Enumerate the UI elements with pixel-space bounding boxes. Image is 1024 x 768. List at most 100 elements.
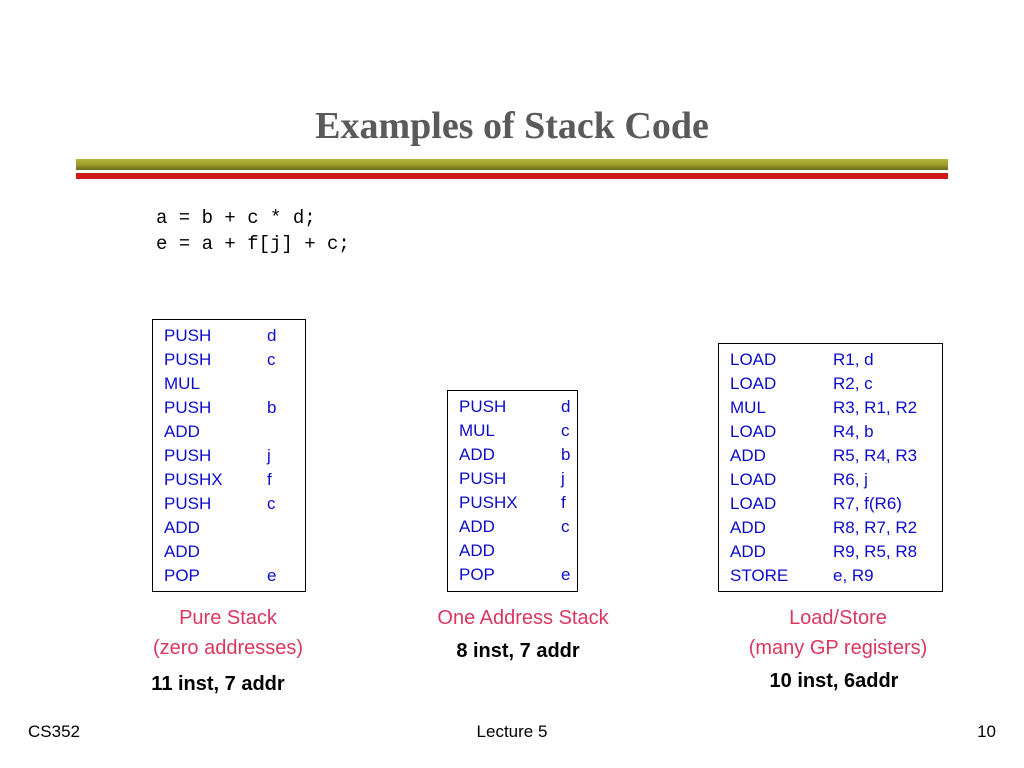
opcode: PUSH xyxy=(164,326,212,345)
operand: R5, R4, R3 xyxy=(833,446,918,465)
instruction-row: LOAD R4, b xyxy=(730,420,942,444)
code-line: a = b + c * d; xyxy=(156,207,316,229)
instruction-row: MUL xyxy=(164,372,305,396)
instruction-row: ADD xyxy=(164,516,305,540)
opcode: ADD xyxy=(730,542,766,561)
pure-stack-code-box: PUSH d PUSH c MUL PUSH b ADD PUSH j PUSHX f P… xyxy=(152,319,306,592)
instruction-row: POP e xyxy=(459,563,577,587)
opcode: ADD xyxy=(730,518,766,537)
opcode: POP xyxy=(164,566,200,585)
instruction-row: LOAD R6, j xyxy=(730,468,942,492)
opcode: MUL xyxy=(730,398,766,417)
operand: f xyxy=(267,470,272,489)
opcode: LOAD xyxy=(730,470,777,489)
instruction-row: MUL c xyxy=(459,419,577,443)
pure-stack-caption-subtitle: (zero addresses) xyxy=(152,637,304,659)
operand: d xyxy=(267,326,277,345)
one-address-caption-title: One Address Stack xyxy=(437,607,609,629)
instruction-row: LOAD R1, d xyxy=(730,348,942,372)
instruction-row: ADD R9, R5, R8 xyxy=(730,540,942,564)
instruction-row: ADD xyxy=(164,540,305,564)
operand: R2, c xyxy=(833,374,873,393)
operand: e xyxy=(561,565,571,584)
operand: R3, R1, R2 xyxy=(833,398,918,417)
instruction-row: ADD R8, R7, R2 xyxy=(730,516,942,540)
instruction-row: ADD c xyxy=(459,515,577,539)
source-code-block: a = b + c * d; e = a + f[j] + c; xyxy=(156,205,350,257)
opcode: STORE xyxy=(730,566,789,585)
operand: j xyxy=(561,469,565,488)
load-store-code-box: LOAD R1, d LOAD R2, c MUL R3, R1, R2 LOAD R4… xyxy=(718,343,943,592)
load-store-caption-title: Load/Store xyxy=(789,607,887,629)
opcode: ADD xyxy=(459,445,495,464)
instruction-row: PUSHX f xyxy=(164,468,305,492)
opcode: PUSH xyxy=(459,397,507,416)
opcode: LOAD xyxy=(730,494,777,513)
footer-lecture: Lecture 5 xyxy=(476,722,548,741)
instruction-row: PUSH j xyxy=(459,467,577,491)
operand: b xyxy=(267,398,277,417)
operand: c xyxy=(561,421,570,440)
footer-page-number: 10 xyxy=(977,722,996,741)
instruction-row: PUSH c xyxy=(164,348,305,372)
operand: R1, d xyxy=(833,350,874,369)
instruction-row: ADD b xyxy=(459,443,577,467)
opcode: PUSH xyxy=(164,398,212,417)
operand: d xyxy=(561,397,571,416)
opcode: ADD xyxy=(730,446,766,465)
load-store-caption-subtitle: (many GP registers) xyxy=(748,637,928,659)
operand: c xyxy=(561,517,570,536)
opcode: LOAD xyxy=(730,350,777,369)
instruction-row: PUSHX f xyxy=(459,491,577,515)
slide-title: Examples of Stack Code xyxy=(315,105,709,147)
opcode: ADD xyxy=(459,541,495,560)
operand: R7, f(R6) xyxy=(833,494,902,513)
pure-stack-caption-title: Pure Stack xyxy=(179,607,277,629)
instruction-row: PUSH d xyxy=(459,395,577,419)
instruction-row: PUSH c xyxy=(164,492,305,516)
opcode: ADD xyxy=(459,517,495,536)
opcode: PUSH xyxy=(164,446,212,465)
operand: R8, R7, R2 xyxy=(833,518,918,537)
instruction-row: PUSH b xyxy=(164,396,305,420)
opcode: PUSH xyxy=(459,469,507,488)
instruction-row: ADD R5, R4, R3 xyxy=(730,444,942,468)
opcode: PUSH xyxy=(164,494,212,513)
instruction-row: PUSH j xyxy=(164,444,305,468)
opcode: POP xyxy=(459,565,495,584)
opcode: ADD xyxy=(164,542,200,561)
opcode: PUSH xyxy=(164,350,212,369)
instruction-row: ADD xyxy=(164,420,305,444)
instruction-row: MUL R3, R1, R2 xyxy=(730,396,942,420)
operand: R4, b xyxy=(833,422,874,441)
opcode: ADD xyxy=(164,518,200,537)
operand: c xyxy=(267,494,276,513)
opcode: MUL xyxy=(459,421,495,440)
opcode: PUSHX xyxy=(164,470,223,489)
instruction-row: PUSH d xyxy=(164,324,305,348)
code-line: e = a + f[j] + c; xyxy=(156,233,350,255)
operand: R9, R5, R8 xyxy=(833,542,918,561)
operand: j xyxy=(267,446,271,465)
instruction-row: LOAD R7, f(R6) xyxy=(730,492,942,516)
title-underline-olive xyxy=(76,159,948,170)
opcode: MUL xyxy=(164,374,200,393)
operand: f xyxy=(561,493,566,512)
one-address-stats: 8 inst, 7 addr xyxy=(456,640,580,662)
load-store-stats: 10 inst, 6addr xyxy=(769,670,899,692)
operand: c xyxy=(267,350,276,369)
opcode: PUSHX xyxy=(459,493,518,512)
instruction-row: STORE e, R9 xyxy=(730,564,942,588)
opcode: ADD xyxy=(164,422,200,441)
title-underline-red xyxy=(76,173,948,179)
operand: R6, j xyxy=(833,470,868,489)
pure-stack-stats: 11 inst, 7 addr xyxy=(151,673,285,695)
opcode: LOAD xyxy=(730,422,777,441)
instruction-row: ADD xyxy=(459,539,577,563)
opcode: LOAD xyxy=(730,374,777,393)
operand: e xyxy=(267,566,277,585)
instruction-row: POP e xyxy=(164,564,305,588)
operand: b xyxy=(561,445,571,464)
footer-course: CS352 xyxy=(28,722,80,741)
operand: e, R9 xyxy=(833,566,874,585)
